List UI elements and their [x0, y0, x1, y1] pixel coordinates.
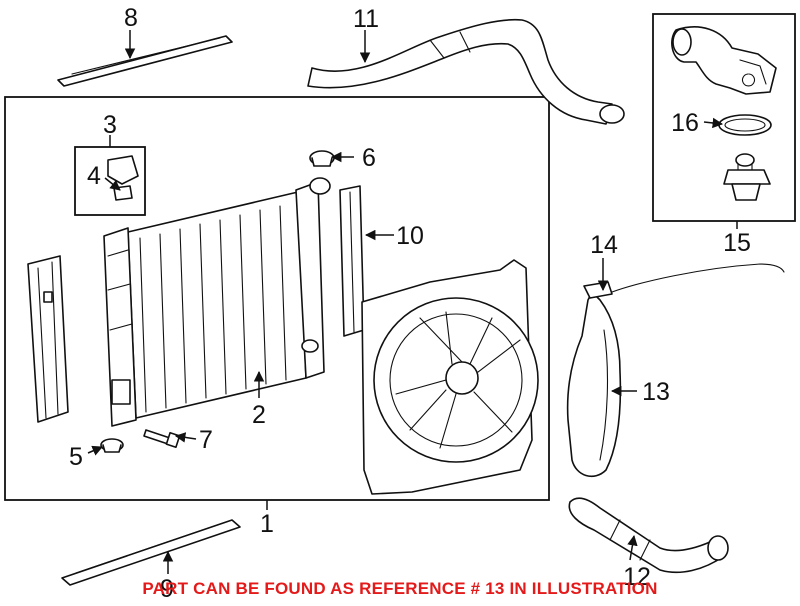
- coolant-reservoir: [566, 263, 785, 478]
- radiator-assembly-box: [4, 96, 550, 501]
- inset-box-15: [652, 13, 796, 222]
- leader-lines: [87, 30, 738, 574]
- callout-12: 12: [623, 563, 651, 591]
- thermostat-seal: [718, 114, 772, 136]
- mounting-bolt: [143, 429, 181, 449]
- callout-4: 4: [87, 162, 101, 190]
- callout-1: 1: [260, 510, 274, 538]
- callout-8: 8: [124, 4, 138, 32]
- radiator-grommet-upper: [309, 150, 335, 167]
- inset-box-3: [74, 146, 146, 216]
- callout-9: 9: [160, 575, 174, 603]
- callout-2: 2: [252, 401, 266, 429]
- callout-10: 10: [396, 222, 424, 250]
- thermostat: [723, 153, 771, 201]
- radiator: [103, 177, 331, 427]
- callout-14: 14: [590, 231, 618, 259]
- callout-11: 11: [353, 5, 379, 33]
- thermostat-housing: [671, 26, 777, 95]
- callout-7: 7: [199, 426, 213, 454]
- upper-seal-strip: [57, 35, 233, 87]
- upper-radiator-hose: [307, 18, 625, 125]
- radiator-clip: [107, 155, 139, 201]
- lower-seal-strip: [61, 519, 241, 586]
- callout-16: 16: [671, 109, 699, 137]
- callout-3: 3: [103, 111, 117, 139]
- callout-13: 13: [642, 378, 670, 406]
- callout-15: 15: [723, 229, 751, 257]
- left-air-deflector: [27, 255, 69, 423]
- cooling-fan-shroud: [361, 259, 539, 495]
- radiator-grommet-lower: [100, 438, 124, 453]
- callout-5: 5: [69, 443, 83, 471]
- callout-6: 6: [362, 144, 376, 172]
- reference-caption: PART CAN BE FOUND AS REFERENCE # 13 IN I…: [142, 579, 658, 598]
- right-air-deflector: [339, 185, 365, 337]
- lower-radiator-hose: [568, 497, 729, 574]
